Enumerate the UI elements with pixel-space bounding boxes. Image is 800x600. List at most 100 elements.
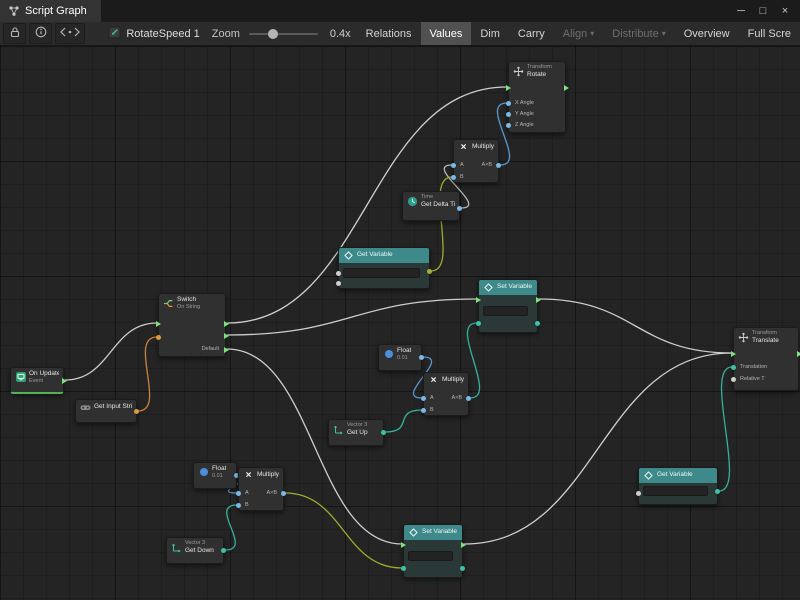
node-multiply-1[interactable]: ×MultiplyABA×B <box>453 139 499 183</box>
node-rotate[interactable]: TransformRotateX AngleY AngleZ Angle <box>508 61 566 133</box>
port-right[interactable] <box>381 430 386 435</box>
edge-set-variable-2-to-translate[interactable] <box>464 353 732 544</box>
port-left[interactable] <box>156 335 161 340</box>
port-right[interactable] <box>457 206 462 211</box>
toolbar-button-values[interactable]: Values <box>421 22 472 45</box>
node-switch[interactable]: SwitchOn StringDefault <box>158 293 226 357</box>
port-right[interactable] <box>224 333 229 339</box>
chevron-down-icon: ▾ <box>662 30 666 38</box>
edge-multiply-3-to-set-variable-2[interactable] <box>285 493 402 568</box>
node-titles: TransformRotate <box>527 64 552 79</box>
port-a-b[interactable] <box>281 491 286 496</box>
toolbar-button-overview[interactable]: Overview <box>675 22 739 45</box>
port-b[interactable] <box>451 175 456 180</box>
port-right[interactable] <box>419 355 424 360</box>
port-y-angle[interactable] <box>506 112 511 117</box>
port-right[interactable] <box>564 85 569 91</box>
edge-switch-to-set-variable-1[interactable] <box>227 299 477 335</box>
node-header: Set Variable <box>479 280 537 295</box>
port-left[interactable] <box>401 542 406 548</box>
node-float-2[interactable]: Float0.01 <box>193 462 237 489</box>
port-left[interactable] <box>506 85 511 91</box>
port-a[interactable] <box>421 396 426 401</box>
node-header: TimeGet Delta Time <box>403 192 459 211</box>
port-right[interactable] <box>460 566 465 571</box>
port-a-b[interactable] <box>466 396 471 401</box>
node-set-variable-1[interactable]: Set Variable <box>478 279 538 333</box>
edge-set-variable-1-to-translate[interactable] <box>539 299 732 353</box>
node-on-update[interactable]: On UpdateEvent <box>10 367 64 394</box>
node-get-variable-2[interactable]: Get Variable <box>638 467 718 505</box>
edge-vector3-get-down-to-multiply-3[interactable] <box>225 505 237 550</box>
port-right[interactable] <box>461 542 466 548</box>
toolbar-button-dim[interactable]: Dim <box>471 22 509 45</box>
edge-get-input-string-to-switch[interactable] <box>138 337 157 411</box>
port-default[interactable] <box>224 347 229 353</box>
node-get-variable-1[interactable]: Get Variable <box>338 247 430 289</box>
port-left[interactable] <box>476 297 481 303</box>
edge-on-update-to-switch[interactable] <box>65 323 157 380</box>
port-relative-t[interactable] <box>731 377 736 382</box>
variable-name-field[interactable] <box>408 551 453 561</box>
port-left[interactable] <box>336 281 341 286</box>
port-left[interactable] <box>336 271 341 276</box>
maximize-button[interactable]: □ <box>752 1 774 21</box>
port-right[interactable] <box>535 321 540 326</box>
port-left[interactable] <box>636 491 641 496</box>
port-right[interactable] <box>62 378 67 384</box>
node-get-delta-time[interactable]: TimeGet Delta Time <box>402 191 460 221</box>
port-left[interactable] <box>476 321 481 326</box>
port-right[interactable] <box>224 321 229 327</box>
graph-breadcrumb[interactable]: RotateSpeed 1 <box>108 26 199 42</box>
node-translate[interactable]: TransformTranslateTranslationRelative T <box>733 327 799 391</box>
toolbar-button-relations[interactable]: Relations <box>357 22 421 45</box>
node-multiply-3[interactable]: ×MultiplyABA×B <box>238 467 284 511</box>
port-a[interactable] <box>451 163 456 168</box>
minimize-button[interactable]: ─ <box>730 1 752 21</box>
toolbar-button-carry[interactable]: Carry <box>509 22 554 45</box>
port-right[interactable] <box>715 489 720 494</box>
node-titles: Float0.01 <box>212 465 226 480</box>
edge-multiply-2-to-set-variable-1[interactable] <box>467 323 479 398</box>
lock-button[interactable] <box>3 23 26 44</box>
port-right[interactable] <box>221 548 226 553</box>
node-titles: Multiply <box>442 376 464 384</box>
node-set-variable-2[interactable]: Set Variable <box>403 524 463 578</box>
port-translation[interactable] <box>731 365 736 370</box>
port-left[interactable] <box>401 566 406 571</box>
edge-get-variable-2-to-translate[interactable] <box>719 367 732 491</box>
toolbar-button-full-scre[interactable]: Full Scre <box>739 22 800 45</box>
node-multiply-2[interactable]: ×MultiplyABA×B <box>423 372 469 416</box>
zoom-slider-handle[interactable] <box>268 29 278 39</box>
node-vector3-get-up[interactable]: Vector 3Get Up <box>328 419 384 446</box>
info-button[interactable] <box>29 23 52 44</box>
close-button[interactable]: × <box>774 1 796 21</box>
port-left[interactable] <box>731 351 736 357</box>
variable-name-field[interactable] <box>343 268 420 278</box>
toolbar-button-align[interactable]: Align▾ <box>554 22 603 45</box>
toolbar-button-distribute[interactable]: Distribute▾ <box>603 22 674 45</box>
fit-graph-button[interactable] <box>55 23 85 44</box>
node-float-1[interactable]: Float0.01 <box>378 344 422 371</box>
edge-vector3-get-up-to-multiply-2[interactable] <box>385 410 422 432</box>
node-get-input-string[interactable]: Get Input Strin <box>75 399 137 423</box>
port-b[interactable] <box>421 408 426 413</box>
zoom-slider[interactable] <box>249 33 318 35</box>
port-b[interactable] <box>236 503 241 508</box>
node-vector3-get-down[interactable]: Vector 3Get Down <box>166 537 224 564</box>
port-right[interactable] <box>427 269 432 274</box>
port-x-angle[interactable] <box>506 101 511 106</box>
graph-canvas[interactable]: On UpdateEventGet Input Strin SwitchOn St… <box>0 46 800 600</box>
port-a-b[interactable] <box>496 163 501 168</box>
toolbar-button-label: Full Scre <box>748 28 791 40</box>
port-right[interactable] <box>536 297 541 303</box>
port-right[interactable] <box>134 409 139 414</box>
variable-name-field[interactable] <box>643 486 708 496</box>
variable-name-field[interactable] <box>483 306 528 316</box>
edge-switch-to-set-variable-2[interactable] <box>227 349 402 544</box>
port-a[interactable] <box>236 491 241 496</box>
tab-script-graph[interactable]: Script Graph <box>0 0 101 22</box>
port-left[interactable] <box>156 321 161 327</box>
node-titles: Multiply <box>257 471 279 479</box>
port-z-angle[interactable] <box>506 123 511 128</box>
